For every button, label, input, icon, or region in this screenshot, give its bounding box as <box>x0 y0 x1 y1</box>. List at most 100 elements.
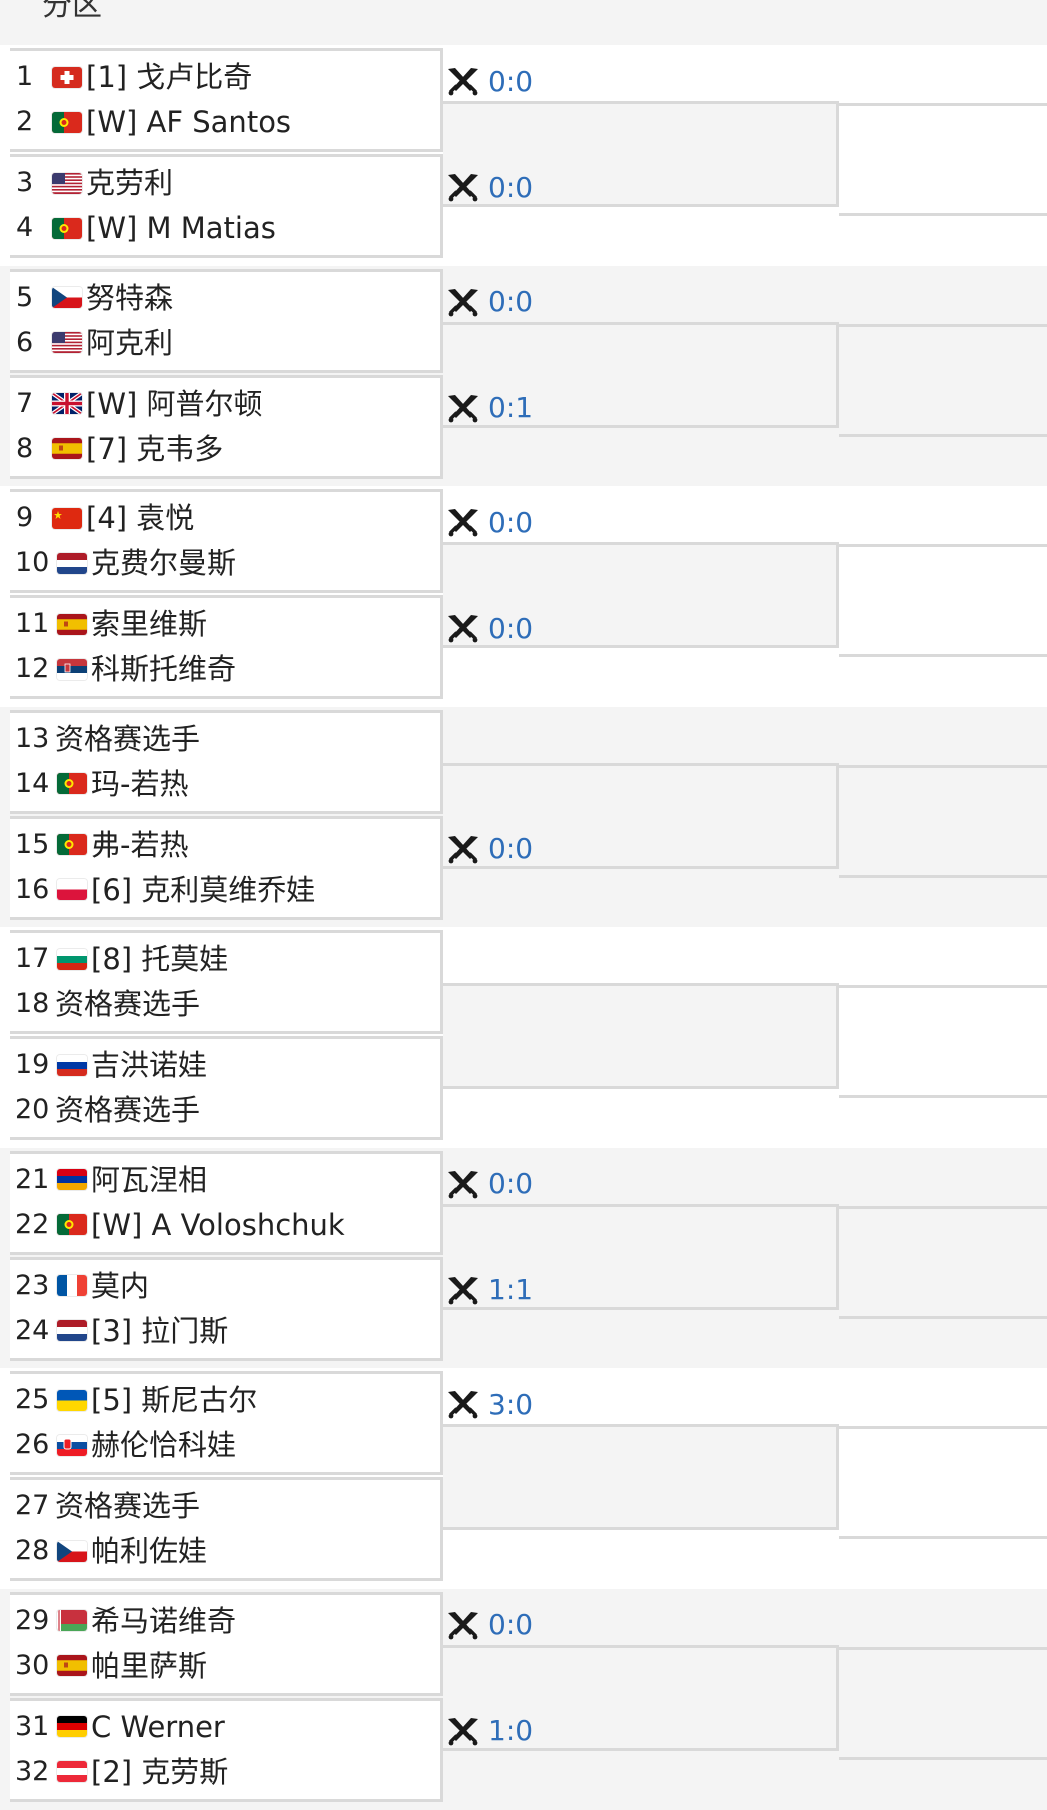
player-name[interactable]: [1] 戈卢比奇 <box>86 57 252 97</box>
player-name[interactable]: [W] AF Santos <box>86 102 291 142</box>
match-score[interactable]: 0:0 <box>446 284 533 320</box>
round2-match-box[interactable] <box>443 1424 839 1530</box>
match-score[interactable]: 0:0 <box>446 1166 533 1202</box>
player-row[interactable]: 26 赫伦恰科娃 <box>10 1425 440 1465</box>
match-score[interactable]: 0:0 <box>446 504 533 540</box>
match-score[interactable]: 3:0 <box>446 1386 533 1422</box>
player-name[interactable]: 帕利佐娃 <box>91 1531 207 1571</box>
player-name[interactable]: [5] 斯尼古尔 <box>91 1380 257 1420</box>
match-pair[interactable]: 7[W] 阿普尔顿 8[7] 克韦多 <box>10 375 443 479</box>
player-name[interactable]: C Werner <box>91 1707 225 1747</box>
player-row[interactable]: 16 [6] 克利莫维乔娃 <box>10 870 440 910</box>
player-row[interactable]: 9[4] 袁悦 <box>10 498 440 538</box>
player-name[interactable]: 阿克利 <box>86 323 173 363</box>
bracket-connector-line <box>839 985 1047 988</box>
player-row[interactable]: 32[2] 克劳斯 <box>10 1752 440 1792</box>
player-row[interactable]: 4[W] M Matias <box>10 208 440 248</box>
player-name[interactable]: 科斯托维奇 <box>91 649 236 689</box>
player-row[interactable]: 25[5] 斯尼古尔 <box>10 1380 440 1420</box>
player-name[interactable]: [3] 拉门斯 <box>91 1311 228 1351</box>
player-name[interactable]: [W] A Voloshchuk <box>91 1205 345 1245</box>
player-row[interactable]: 7[W] 阿普尔顿 <box>10 384 440 424</box>
match-score[interactable]: 0:0 <box>446 63 533 99</box>
player-name[interactable]: 阿瓦涅相 <box>91 1160 207 1200</box>
czech-flag-icon <box>57 1541 87 1562</box>
match-score[interactable]: 1:0 <box>446 1713 533 1749</box>
player-name[interactable]: 弗-若热 <box>91 825 188 865</box>
player-name[interactable]: 资格赛选手 <box>55 1090 200 1130</box>
match-score[interactable]: 0:0 <box>446 1607 533 1643</box>
match-pair[interactable]: 1[1] 戈卢比奇 2[W] AF Santos <box>10 48 443 152</box>
player-row[interactable]: 1[1] 戈卢比奇 <box>10 57 440 97</box>
player-name[interactable]: [7] 克韦多 <box>86 429 223 469</box>
player-name[interactable]: [6] 克利莫维乔娃 <box>91 870 315 910</box>
player-name[interactable]: 资格赛选手 <box>55 984 200 1024</box>
player-name[interactable]: [W] M Matias <box>86 208 276 248</box>
player-row[interactable]: 24[3] 拉门斯 <box>10 1311 440 1351</box>
player-row[interactable]: 22[W] A Voloshchuk <box>10 1205 440 1245</box>
player-name[interactable]: [8] 托莫娃 <box>91 939 228 979</box>
match-score[interactable]: 0:0 <box>446 831 533 867</box>
player-name[interactable]: 资格赛选手 <box>55 1486 200 1526</box>
round2-match-box[interactable] <box>443 983 839 1089</box>
player-row[interactable]: 2[W] AF Santos <box>10 102 440 142</box>
player-name[interactable]: 莫内 <box>91 1266 149 1306</box>
player-name[interactable]: [2] 克劳斯 <box>91 1752 228 1792</box>
player-name[interactable]: 索里维斯 <box>91 604 207 644</box>
player-row[interactable]: 17[8] 托莫娃 <box>10 939 440 979</box>
player-row[interactable]: 8[7] 克韦多 <box>10 429 440 469</box>
match-score[interactable]: 1:1 <box>446 1272 533 1308</box>
player-name[interactable]: 玛-若热 <box>91 764 188 804</box>
player-name[interactable]: 努特森 <box>86 278 173 318</box>
match-score[interactable]: 0:1 <box>446 390 533 426</box>
player-name[interactable]: 资格赛选手 <box>55 719 200 759</box>
player-name[interactable]: 克费尔曼斯 <box>91 543 236 583</box>
player-name[interactable]: 赫伦恰科娃 <box>91 1425 236 1465</box>
player-name[interactable]: 克劳利 <box>86 163 173 203</box>
score-text: 0:0 <box>488 832 533 865</box>
seed-number: 26 <box>15 1425 51 1465</box>
player-name[interactable]: 吉洪诺娃 <box>91 1045 207 1085</box>
player-name[interactable]: 希马诺维奇 <box>91 1601 236 1641</box>
seed-number: 16 <box>15 870 51 910</box>
player-name[interactable]: 帕里萨斯 <box>91 1646 207 1686</box>
match-score[interactable]: 0:0 <box>446 610 533 646</box>
match-score[interactable]: 0:0 <box>446 169 533 205</box>
score-text: 0:0 <box>488 285 533 318</box>
player-name[interactable]: [W] 阿普尔顿 <box>86 384 263 424</box>
player-name[interactable]: [4] 袁悦 <box>86 498 194 538</box>
match-pair[interactable]: 25[5] 斯尼古尔 26 赫伦恰科娃 <box>10 1371 443 1475</box>
